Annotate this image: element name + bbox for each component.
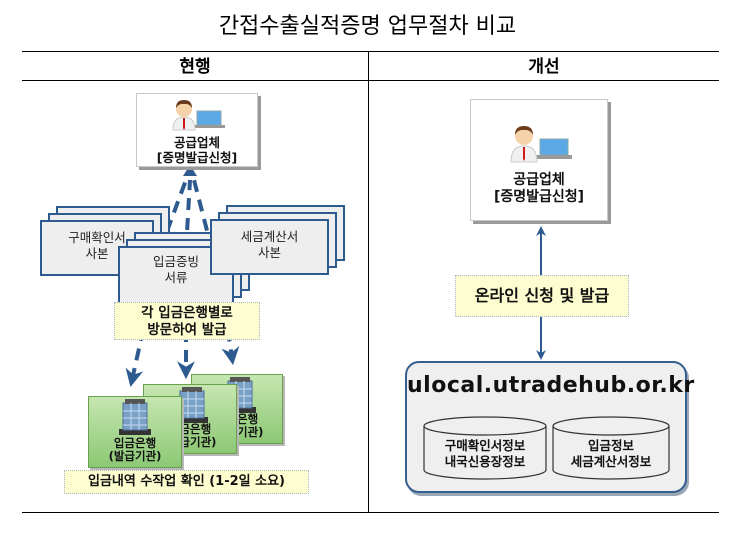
database-sublabel: 세금계산서정보 xyxy=(570,454,652,469)
document-label: 구매확인서 xyxy=(68,230,126,245)
database-sublabel: 내국신용장정보 xyxy=(444,454,526,469)
supplier-label: 공급업체 xyxy=(513,172,565,188)
supplier-box-current: 공급업체 [증명발급신청] xyxy=(136,93,258,167)
table-bottom-border xyxy=(22,512,719,513)
manual-check-note: 입금내역 수작업 확인 (1-2일 소요) xyxy=(64,470,309,494)
database-cylinder-icon xyxy=(552,416,670,480)
building-icon xyxy=(119,399,151,435)
database-cylinder-icon xyxy=(423,416,547,480)
database-label: 구매확인서정보 xyxy=(444,438,526,453)
column-header-current: 현행 xyxy=(179,57,211,77)
document-sublabel: 서류 xyxy=(164,270,188,285)
dashed-arrow-1 xyxy=(158,179,188,251)
document-sublabel: 사본 xyxy=(257,245,281,260)
dashed-arrow-3 xyxy=(192,179,214,251)
person-laptop-icon xyxy=(172,100,225,131)
supplier-sublabel: [증명발급신청] xyxy=(156,150,238,165)
portal-url: ulocal.utradehub.or.kr xyxy=(407,373,695,398)
online-apply-note: 온라인 신청 및 발급 xyxy=(455,275,629,317)
page-title: 간접수출실적증명 업무절차 비교 xyxy=(218,14,517,39)
supplier-label: 공급업체 xyxy=(173,135,220,150)
visit-note: 각 입금은행별로 방문하여 발급 xyxy=(114,302,260,340)
document-tax-invoice: 세금계산서 사본 xyxy=(210,219,329,275)
column-header-improved: 개선 xyxy=(528,57,560,77)
table-header-border xyxy=(22,80,719,81)
document-label: 입금증빙 xyxy=(152,254,199,269)
supplier-box-improved: 공급업체 [증명발급신청] xyxy=(470,99,608,221)
visit-note-line1: 각 입금은행별로 xyxy=(141,305,233,321)
supplier-sublabel: [증명발급신청] xyxy=(493,188,585,205)
bank-card-1: 입금은행(발급기관) xyxy=(88,396,182,468)
document-sublabel: 사본 xyxy=(85,246,109,261)
person-laptop-icon xyxy=(510,126,572,163)
bank-label: 입금은행(발급기관) xyxy=(108,435,162,463)
building-icon xyxy=(176,387,208,423)
database-purchase-info: 구매확인서정보 내국신용장정보 xyxy=(423,416,547,480)
database-label: 입금정보 xyxy=(587,438,634,453)
database-payment-info: 입금정보 세금계산서정보 xyxy=(552,416,670,480)
column-divider xyxy=(368,52,369,512)
arrow-head-up xyxy=(183,165,197,176)
table-top-border xyxy=(22,51,719,52)
visit-note-line2: 방문하여 발급 xyxy=(147,322,227,338)
utradehub-portal: ulocal.utradehub.or.kr 구매확인서정보 내국신용장정보 입… xyxy=(405,361,695,493)
document-label: 세금계산서 xyxy=(240,229,299,244)
